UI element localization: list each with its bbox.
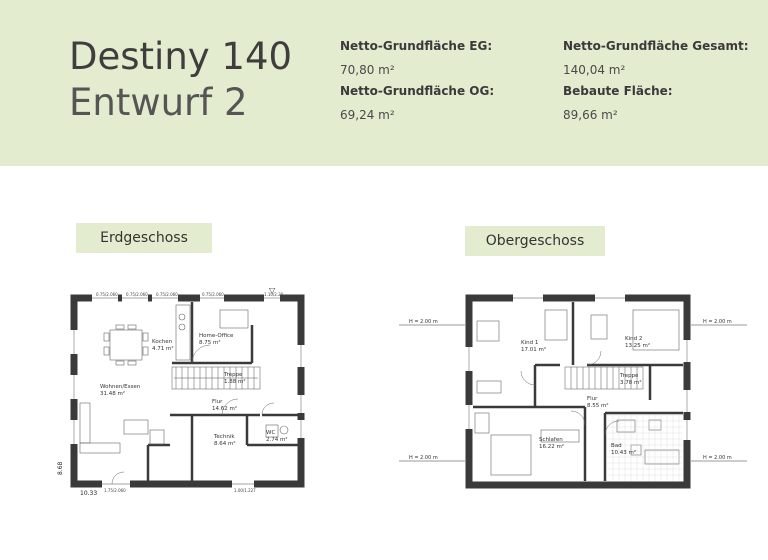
og-room-bad-area: 10.43 m² [611, 449, 636, 456]
eg-furniture [79, 304, 289, 454]
og-floor-plan: H = 2.00 m H = 2.00 m H = 2.00 m H = 2.0… [399, 293, 747, 489]
stat-og: Netto-Grundfläche OG: 69,24 m² [340, 84, 494, 122]
stat-eg-label: Netto-Grundfläche EG: [340, 39, 493, 53]
stat-eg: Netto-Grundfläche EG: 70,80 m² [340, 39, 492, 77]
og-room-flur-area: 8.55 m² [587, 402, 609, 409]
eg-room-homeoffice: Home-Office [199, 333, 234, 339]
eg-room-wc-area: 2.74 m² [266, 436, 288, 443]
eg-label: Erdgeschoss [76, 223, 212, 253]
eg-dim-bottom-1: 1.75/2.060 [104, 488, 126, 493]
stat-og-value: 69,24 m² [340, 108, 395, 122]
eg-dim-window-1: 0.75/2.060 [96, 292, 118, 297]
stat-bebaut-label: Bebaute Fläche: [563, 84, 673, 98]
eg-floor-plan: 0.75/2.060 0.75/2.060 0.75/2.060 0.75/2.… [57, 286, 306, 497]
og-height-mark-bl: H = 2.00 m [409, 455, 438, 461]
stat-og-label: Netto-Grundfläche OG: [340, 84, 495, 98]
eg-room-flur-area: 14.62 m² [212, 405, 237, 412]
title-line-2: Entwurf 2 [69, 81, 248, 124]
eg-room-technik: Technik [213, 434, 235, 440]
og-furniture [474, 309, 680, 476]
og-height-mark-br: H = 2.00 m [703, 455, 732, 461]
eg-room-flur: Flur [212, 399, 223, 405]
eg-dim-window-4: 0.75/2.060 [202, 292, 224, 297]
eg-stairs [171, 366, 261, 390]
eg-room-kochen-area: 4.71 m² [152, 345, 174, 352]
og-height-mark-tr: H = 2.00 m [703, 319, 732, 325]
og-room-bad: Bad [611, 443, 622, 449]
og-room-flur: Flur [587, 396, 598, 402]
og-label: Obergeschoss [465, 226, 605, 256]
og-room-kind1-area: 17.01 m² [521, 346, 546, 353]
og-room-kind2-area: 13.25 m² [625, 342, 650, 349]
eg-room-treppe: Treppe [223, 372, 243, 378]
eg-room-wohnen-area: 31.48 m² [100, 390, 125, 397]
og-stairs [564, 366, 644, 390]
og-room-kind2: Kind 2 [625, 336, 642, 342]
eg-room-homeoffice-area: 8.75 m² [199, 339, 221, 346]
title-line-1: Destiny 140 [69, 35, 293, 78]
eg-dim-bottom-2: 1.00/1.227 [234, 488, 256, 493]
og-room-kind1: Kind 1 [521, 340, 538, 346]
page-title: Destiny 140 Entwurf 2 [69, 34, 292, 126]
eg-dim-window-2: 0.75/2.060 [126, 292, 148, 297]
og-room-treppe: Treppe [619, 373, 639, 379]
eg-room-kochen: Kochen [152, 339, 173, 345]
entrance-arrow-icon: ▽ [269, 286, 276, 295]
og-height-mark-tl: H = 2.00 m [409, 319, 438, 325]
eg-dim-window-3: 0.75/2.060 [156, 292, 178, 297]
stat-eg-value: 70,80 m² [340, 63, 395, 77]
stat-gesamt-value: 140,04 m² [563, 63, 626, 77]
eg-room-technik-area: 8.64 m² [214, 440, 236, 447]
og-room-schlafen: Schlafen [539, 437, 563, 443]
eg-dim-depth: 8.68 [57, 461, 64, 475]
stat-gesamt-label: Netto-Grundfläche Gesamt: [563, 39, 749, 53]
eg-dim-door: 1.10/2.20 [264, 292, 284, 297]
header-band: Destiny 140 Entwurf 2 Netto-Grundfläche … [0, 0, 768, 166]
eg-room-wohnen: Wohnen/Essen [100, 384, 141, 390]
eg-room-treppe-area: 1.88 m² [224, 378, 246, 385]
stat-bebaut-value: 89,66 m² [563, 108, 618, 122]
og-room-schlafen-area: 16.22 m² [539, 443, 564, 450]
stat-gesamt: Netto-Grundfläche Gesamt: 140,04 m² [563, 39, 749, 77]
eg-room-wc: WC [266, 430, 275, 436]
eg-dim-width: 10.33 [80, 490, 97, 497]
og-room-treppe-area: 3.78 m² [620, 379, 642, 386]
stat-bebaut: Bebaute Fläche: 89,66 m² [563, 84, 673, 122]
